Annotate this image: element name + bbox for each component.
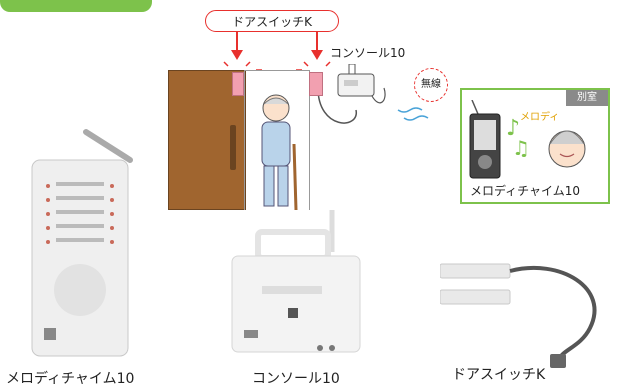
console-label: コンソール10	[330, 46, 406, 60]
switch-product-caption: ドアスイッチK	[452, 367, 546, 383]
chime-product-caption: メロディチャイム10	[6, 371, 135, 387]
melody-chime-icon	[469, 100, 501, 179]
door-frame	[244, 70, 310, 210]
room-chime-label: メロディチャイム10	[470, 184, 581, 198]
door-sensor-left	[232, 72, 244, 96]
console-device-illustration	[337, 64, 375, 97]
door-sensor-right	[309, 72, 323, 96]
wireless-indicator: 無線	[414, 68, 448, 102]
console-product-caption: コンソール10	[252, 371, 340, 387]
door-handle	[230, 125, 236, 170]
door-switch-product-image	[440, 263, 597, 368]
console-product-image	[231, 210, 361, 353]
door-switch-callout: ドアスイッチK	[205, 10, 339, 32]
music-note-icon: ♪	[506, 116, 521, 141]
melody-chime-product-image	[31, 129, 133, 357]
melody-word: メロディ	[520, 112, 560, 123]
music-note-icon-2: ♫	[512, 136, 530, 160]
header-tab-decoration	[0, 0, 152, 12]
elderly-woman-illustration	[548, 130, 586, 168]
other-room-panel: 別室 メロディ ♪ ♫ メロディチャイム10	[460, 88, 610, 204]
elderly-person-illustration	[261, 94, 298, 211]
room-badge: 別室	[566, 90, 608, 106]
